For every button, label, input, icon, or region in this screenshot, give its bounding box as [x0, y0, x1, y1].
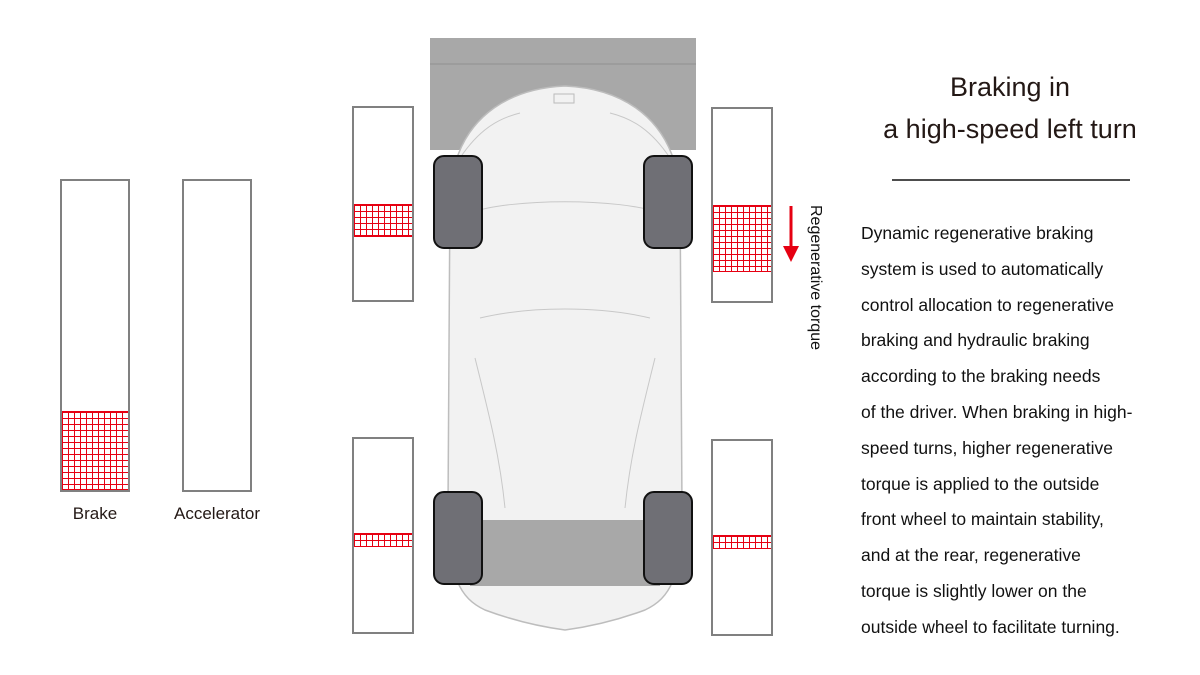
car-body	[447, 85, 683, 631]
title-line-1: Braking in	[949, 72, 1071, 102]
front-left-torque-fill	[354, 204, 412, 237]
description-line: torque is slightly lower on the	[861, 580, 1087, 601]
description-line: braking and hydraulic braking	[861, 330, 1090, 351]
rear-right-torque-gauge	[711, 439, 773, 636]
rear-left-torque-fill	[354, 533, 412, 547]
description-line: Dynamic regenerative braking	[861, 223, 1094, 243]
rear-diffuser	[470, 520, 660, 586]
accelerator-label: Accelerator	[174, 504, 260, 523]
arrow-down-icon	[783, 206, 799, 262]
front-right-tire-icon	[643, 155, 693, 249]
front-right-torque-gauge	[711, 107, 773, 303]
title-line-2: a high-speed left turn	[883, 114, 1137, 144]
front-right-torque-fill	[713, 205, 771, 272]
description-line: speed turns, higher regenerative	[861, 437, 1113, 458]
brake-label: Brake	[72, 504, 118, 523]
front-left-torque-gauge	[352, 106, 414, 302]
regenerative-torque-label: Regenerative torque	[807, 205, 824, 350]
rear-right-torque-fill	[713, 535, 771, 549]
page-title: Braking in a high-speed left turn	[840, 66, 1180, 150]
divider	[892, 179, 1130, 181]
description-line: according to the braking needs	[861, 366, 1101, 387]
brake-gauge	[60, 179, 130, 492]
description-line: system is used to automatically	[861, 258, 1104, 279]
description-line: torque is applied to the outside	[861, 473, 1100, 494]
rear-left-tire-icon	[433, 491, 483, 585]
brake-fill	[62, 411, 128, 490]
car-top-view	[430, 38, 696, 631]
description-line: outside wheel to facilitate turning.	[861, 616, 1120, 637]
front-left-tire-icon	[433, 155, 483, 249]
description-line: control allocation to regenerative	[861, 294, 1114, 315]
rear-right-tire-icon	[643, 491, 693, 585]
description-line: of the driver. When braking in high-	[861, 401, 1133, 422]
rear-left-torque-gauge	[352, 437, 414, 634]
description: Dynamic regenerative braking system is us…	[861, 216, 1132, 646]
accelerator-gauge	[182, 179, 252, 492]
description-line: front wheel to maintain stability,	[861, 509, 1104, 530]
description-line: and at the rear, regenerative	[861, 545, 1081, 566]
